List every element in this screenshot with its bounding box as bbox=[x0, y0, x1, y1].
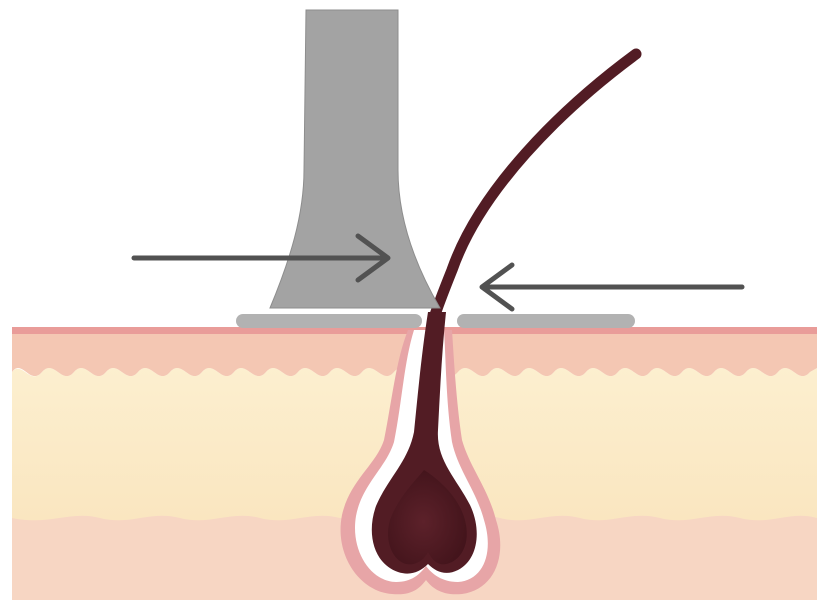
device-tip-right bbox=[457, 314, 635, 328]
device-tip-left bbox=[236, 314, 422, 328]
